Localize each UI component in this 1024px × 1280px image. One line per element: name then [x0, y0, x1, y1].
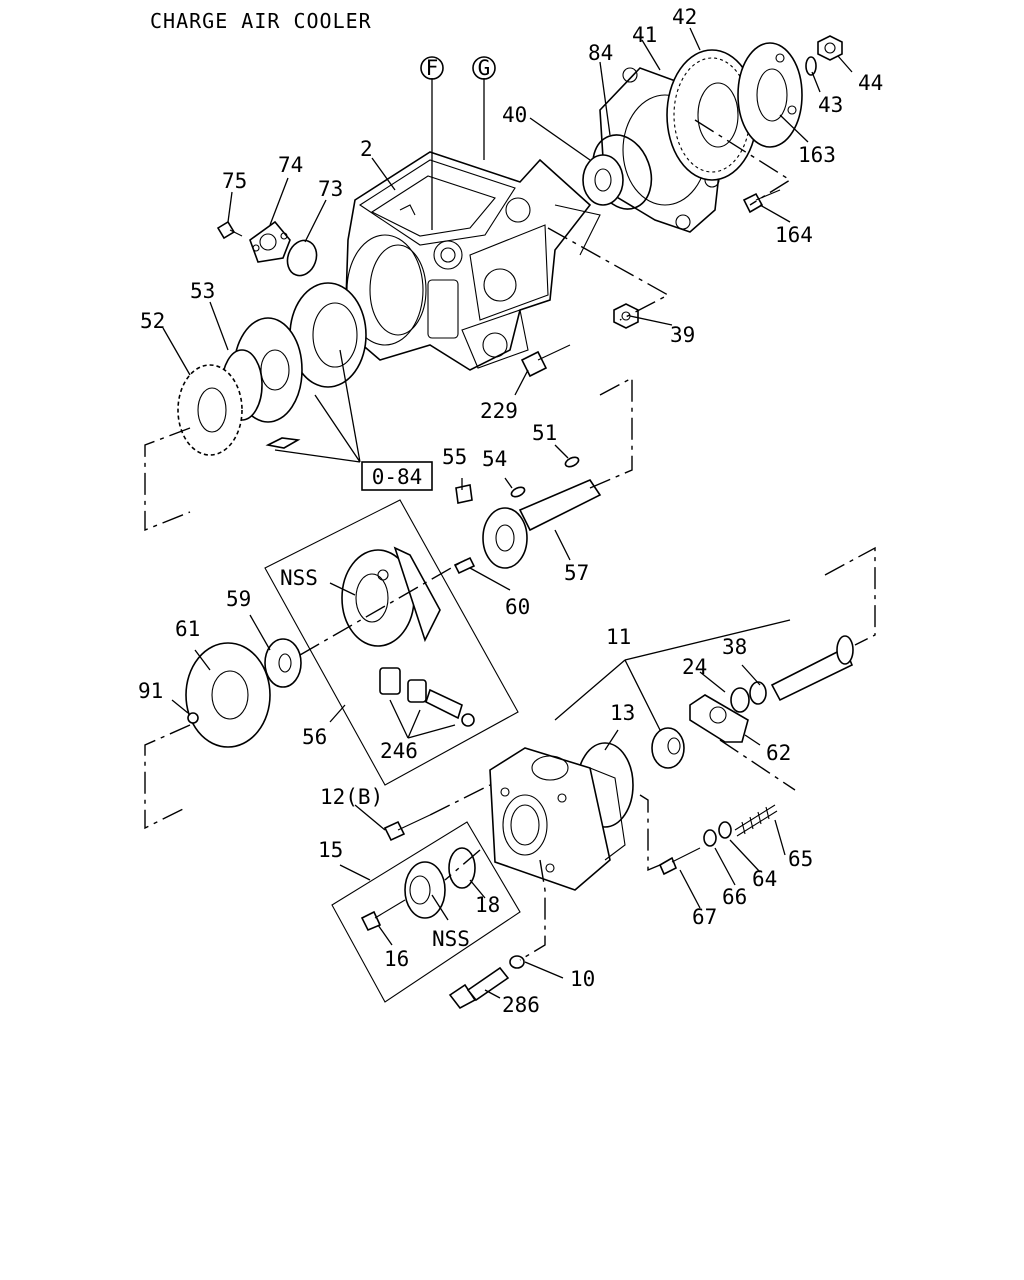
spring-60 — [453, 556, 476, 575]
ref-letter-f: F — [426, 56, 439, 80]
label-12b: 12(B) — [320, 785, 383, 809]
label-24: 24 — [682, 655, 707, 679]
nut-44 — [817, 35, 843, 61]
ref-circle-f: F — [420, 56, 444, 80]
sprocket-52 — [177, 364, 243, 456]
label-65: 65 — [788, 847, 813, 871]
hub-flange-163 — [737, 42, 803, 148]
drive-gear-42 — [666, 49, 758, 181]
valve-assembly-15 — [331, 821, 521, 1003]
bearing-40 — [582, 154, 624, 206]
label-43: 43 — [818, 93, 843, 117]
pin-67 — [658, 847, 701, 876]
label-75: 75 — [222, 169, 247, 193]
bushing-11 — [651, 727, 685, 769]
label-38: 38 — [722, 635, 747, 659]
label-13: 13 — [610, 701, 635, 725]
label-246: 246 — [380, 739, 418, 763]
label-42: 42 — [672, 5, 697, 29]
washer-10 — [509, 955, 525, 969]
center-lines — [144, 119, 876, 961]
label-61: 61 — [175, 617, 200, 641]
label-74: 74 — [278, 153, 303, 177]
label-73: 73 — [318, 177, 343, 201]
label-91: 91 — [138, 679, 163, 703]
shaft-right — [770, 635, 854, 702]
label-51: 51 — [532, 421, 557, 445]
label-286: 286 — [502, 993, 540, 1017]
bolt-75 — [216, 220, 243, 240]
leader-lines — [162, 27, 853, 999]
bolt-229 — [520, 344, 571, 378]
boxed-ref-text: 0-84 — [372, 465, 423, 489]
nipple-286 — [448, 966, 510, 1010]
drive-shaft-57 — [482, 479, 602, 569]
washer-24 — [730, 687, 750, 713]
label-64: 64 — [752, 867, 777, 891]
ref-letter-g: G — [478, 56, 491, 80]
cover-61 — [185, 642, 271, 748]
label-55: 55 — [442, 445, 467, 469]
boxed-ref: 0-84 — [361, 461, 433, 491]
label-163: 163 — [798, 143, 836, 167]
label-59: 59 — [226, 587, 251, 611]
governor-assembly-56 — [264, 499, 519, 786]
label-nss-1: NSS — [280, 566, 318, 590]
label-15: 15 — [318, 838, 343, 862]
washer-64 — [718, 821, 732, 839]
label-10: 10 — [570, 967, 595, 991]
label-39: 39 — [670, 323, 695, 347]
label-nss-2: NSS — [432, 927, 470, 951]
spring-65 — [734, 804, 778, 837]
flange-62 — [689, 694, 749, 743]
key-54 — [510, 486, 526, 498]
label-164: 164 — [775, 223, 813, 247]
key-55 — [455, 484, 473, 504]
label-60: 60 — [505, 595, 530, 619]
diagram-title: CHARGE AIR COOLER — [150, 9, 372, 33]
washer-43 — [805, 56, 817, 76]
pump-body — [489, 747, 626, 891]
label-57: 57 — [564, 561, 589, 585]
label-2: 2 — [360, 137, 373, 161]
ref-circle-g: G — [472, 56, 496, 80]
bolt-164 — [742, 189, 781, 214]
label-84: 84 — [588, 41, 613, 65]
gasket-74 — [249, 220, 291, 263]
washer-66 — [703, 829, 717, 847]
washer-91 — [187, 712, 199, 724]
label-56: 56 — [302, 725, 327, 749]
label-62: 62 — [766, 741, 791, 765]
label-229: 229 — [480, 399, 518, 423]
pump-housing — [344, 151, 601, 371]
key-51 — [564, 456, 580, 468]
screw-left — [265, 437, 301, 449]
label-41: 41 — [632, 23, 657, 47]
o-ring-18 — [448, 847, 476, 889]
label-54: 54 — [482, 447, 507, 471]
coupling-59 — [264, 638, 302, 688]
bolt-12b — [383, 814, 431, 842]
label-11: 11 — [606, 625, 631, 649]
nut-39 — [613, 303, 639, 329]
label-18: 18 — [475, 893, 500, 917]
label-40: 40 — [502, 103, 527, 127]
washer-38 — [749, 681, 767, 705]
label-67: 67 — [692, 905, 717, 929]
label-16: 16 — [384, 947, 409, 971]
part-labels: 2 75 74 73 53 52 40 84 41 42 43 44 163 1… — [138, 5, 883, 1017]
label-53: 53 — [190, 279, 215, 303]
label-52: 52 — [140, 309, 165, 333]
label-66: 66 — [722, 885, 747, 909]
o-ring-73 — [286, 239, 318, 277]
label-44: 44 — [858, 71, 883, 95]
